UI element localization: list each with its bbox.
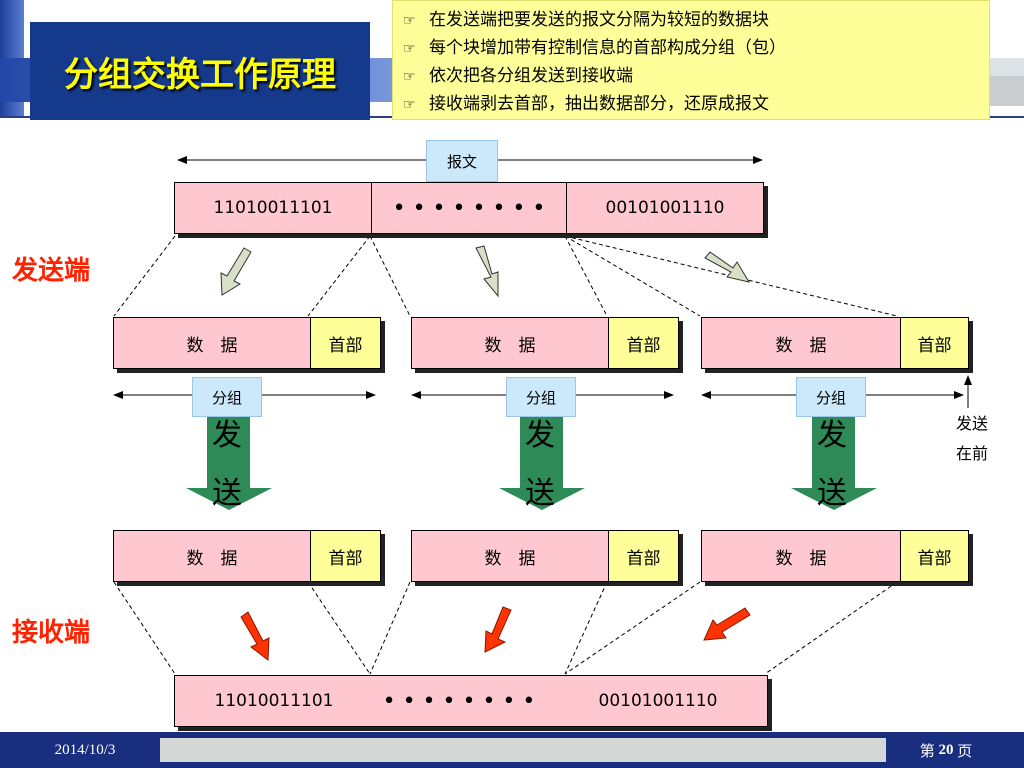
sender-packet-1: 数 据 首部	[113, 317, 381, 369]
message-left-bits: 11010011101	[213, 198, 333, 218]
send-text-bottom: 送	[212, 476, 242, 511]
message-tag: 报文	[426, 140, 498, 182]
sender-message-bar: 11010011101 • • • • • • • • 00101001110	[174, 182, 764, 234]
packet-header: 首部	[310, 318, 380, 368]
receive-arrow-icon	[703, 607, 751, 641]
receiver-packet-3: 数 据 首部	[701, 530, 969, 582]
packet-header: 首部	[900, 318, 968, 368]
packet-header: 首部	[900, 531, 968, 581]
send-text-bottom: 送	[817, 476, 847, 511]
corner-box	[990, 76, 1024, 106]
bullet-item: ☞ 接收端剥去首部，抽出数据部分，还原成报文	[403, 91, 989, 119]
footer-date: 2014/10/3	[12, 734, 158, 766]
split-arrow-icon	[704, 251, 751, 283]
bullet-item: ☞ 依次把各分组发送到接收端	[403, 63, 989, 91]
pointing-hand-icon: ☞	[403, 41, 416, 57]
receiver-packet-1: 数 据 首部	[113, 530, 381, 582]
receiver-message-bar: 11010011101 • • • • • • • • 00101001110	[174, 675, 768, 727]
packet-data: 数 据	[186, 335, 238, 356]
bullet-text: 在发送端把要发送的报文分隔为较短的数据块	[429, 10, 769, 30]
bullet-list: ☞ 在发送端把要发送的报文分隔为较短的数据块 ☞ 每个块增加带有控制信息的首部构成分…	[392, 0, 990, 120]
packet-header: 首部	[608, 531, 678, 581]
split-arrow-icon	[220, 247, 252, 296]
send-arrows	[186, 411, 877, 510]
bullet-item: ☞ 每个块增加带有控制信息的首部构成分组（包）	[403, 35, 989, 63]
packet-data: 数 据	[484, 335, 536, 356]
message-dots: • • • • • • • •	[382, 688, 536, 714]
bullet-text: 每个块增加带有控制信息的首部构成分组（包）	[429, 38, 786, 58]
pointing-hand-icon: ☞	[403, 13, 416, 29]
pointing-hand-icon: ☞	[403, 69, 416, 85]
packet-data: 数 据	[775, 548, 827, 569]
bullet-text: 依次把各分组发送到接收端	[429, 66, 633, 86]
page-number-value: 20	[938, 741, 954, 758]
send-first-label-top: 发送	[956, 414, 989, 433]
receive-arrows	[240, 606, 751, 661]
sender-packet-3: 数 据 首部	[701, 317, 969, 369]
send-arrow-icon	[186, 411, 272, 510]
pointing-hand-icon: ☞	[403, 97, 416, 113]
page-suffix: 页	[957, 743, 973, 760]
group-tag: 分组	[796, 377, 866, 417]
message-left-bits: 11010011101	[214, 691, 334, 711]
send-text-top: 发	[212, 418, 242, 453]
packet-data: 数 据	[484, 548, 536, 569]
sender-label: 发送端	[12, 256, 91, 286]
split-arrow-icon	[475, 245, 499, 298]
receive-arrow-icon	[484, 606, 512, 653]
message-dots: • • • • • • • •	[371, 183, 566, 233]
group-tag: 分组	[506, 377, 576, 417]
send-text-bottom: 送	[525, 476, 555, 511]
merge-dashed-lines	[113, 581, 898, 675]
sender-packet-2: 数 据 首部	[411, 317, 679, 369]
group-tag: 分组	[192, 377, 262, 417]
send-first-label-bottom: 在前	[956, 444, 989, 463]
message-right-bits: 00101001110	[598, 691, 718, 711]
packet-data: 数 据	[775, 335, 827, 356]
split-arrows	[220, 245, 751, 298]
receive-arrow-icon	[240, 611, 270, 661]
packet-header: 首部	[310, 531, 380, 581]
packet-header: 首部	[608, 318, 678, 368]
send-arrow-icon	[499, 411, 585, 510]
send-text-top: 发	[525, 418, 555, 453]
bullet-item: ☞ 在发送端把要发送的报文分隔为较短的数据块	[403, 7, 989, 35]
packet-data: 数 据	[186, 548, 238, 569]
send-text-top: 发	[817, 418, 847, 453]
receiver-label: 接收端	[12, 618, 91, 648]
message-right-bits: 00101001110	[566, 183, 763, 233]
bullet-text: 接收端剥去首部，抽出数据部分，还原成报文	[429, 94, 769, 114]
footer-middle-band	[160, 738, 886, 762]
page-prefix: 第	[919, 743, 935, 760]
page-number: 第 20 页	[888, 734, 1004, 766]
receiver-packet-2: 数 据 首部	[411, 530, 679, 582]
page-title: 分组交换工作原理	[30, 22, 370, 120]
send-arrow-icon	[791, 411, 877, 510]
